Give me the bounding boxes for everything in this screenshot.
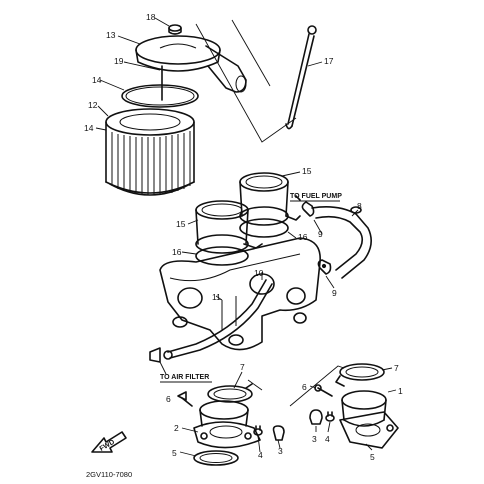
callout-4: 4 [325,434,330,444]
cap-nut [168,24,182,35]
callout-16: 16 [172,247,182,257]
callout-3: 3 [278,446,283,456]
dipstick-rod [285,25,317,130]
callout-16: 16 [298,232,308,242]
callout-17: 17 [324,56,334,66]
front-direction-arrow [91,431,127,453]
callout-10: 10 [254,268,264,278]
bracket-line [289,365,345,407]
callout-labels: 18 13 19 14 12 14 17 15 15 16 16 8 9 9 1… [84,12,403,462]
bracket-line [195,23,297,143]
callout-1: 1 [398,386,403,396]
callout-9: 9 [318,229,323,239]
hose-clip [295,195,315,217]
leader-lines [95,17,397,457]
carburetor-assembly [159,172,321,351]
callout-13: 13 [106,30,116,40]
note-to-fuel-pump: TO FUEL PUMP [290,193,342,200]
callout-6: 6 [166,394,171,404]
callout-14: 14 [92,75,102,85]
callout-3: 3 [312,434,317,444]
bracket-line [231,19,271,87]
callout-4: 4 [258,450,263,460]
note-to-air-filter: TO AIR FILTER [160,374,209,381]
bracket-line [247,379,263,391]
left-manifold-group [177,383,285,466]
callout-15: 15 [302,166,312,176]
callout-2: 2 [174,423,179,433]
callout-14: 14 [84,123,94,133]
callout-5: 5 [172,448,177,458]
fuel-hose [311,206,372,279]
right-manifold-group [309,363,399,449]
figure-code: 2GV110-7080 [86,470,132,479]
hose-clip [317,259,332,275]
note-leader [159,361,167,375]
callout-8: 8 [357,201,362,211]
callout-11: 11 [212,292,221,302]
callout-5: 5 [370,452,375,462]
air-filter-assembly [105,24,247,196]
callout-6: 6 [302,382,307,392]
callout-9: 9 [332,288,337,298]
air-filter-cover [135,35,247,93]
filter-element [105,108,195,195]
callout-7: 7 [240,362,245,372]
vent-hose [149,279,273,363]
callout-18: 18 [146,12,156,22]
o-ring-lower [109,183,191,196]
callout-7: 7 [394,363,399,373]
callout-19: 19 [114,56,124,66]
callout-15: 15 [176,219,186,229]
callout-12: 12 [88,100,98,110]
o-ring-upper [121,84,199,108]
